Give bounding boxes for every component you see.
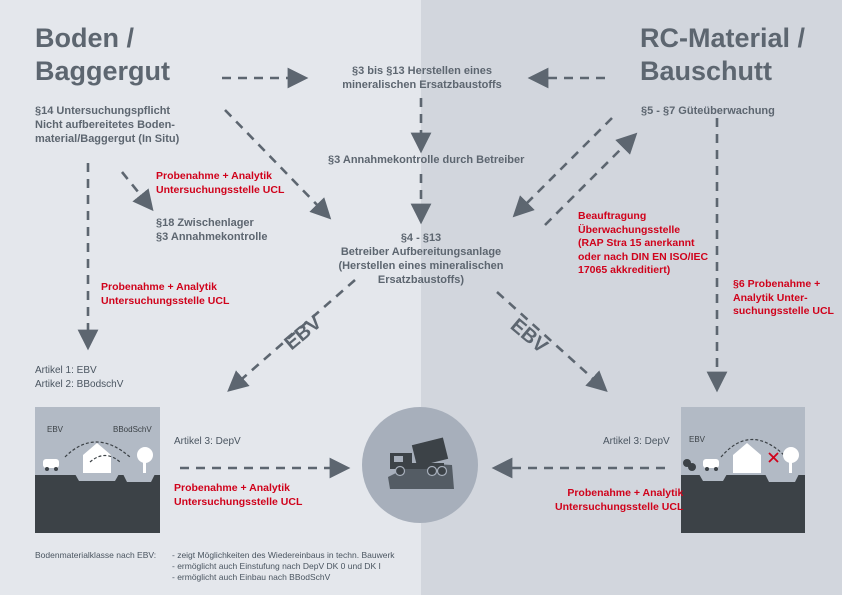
center-main-line: Betreiber Aufbereitungsanlage — [340, 246, 502, 258]
landscape-illustration — [683, 438, 799, 482]
s14-line: Nicht aufbereitetes Boden- — [35, 119, 175, 131]
artikel3-right: Artikel 3: DepV — [603, 436, 670, 447]
footer-item: - ermöglicht auch Einbau nach BBodSchV — [172, 572, 331, 582]
annahmekontrolle-text: §3 Annahmekontrolle durch Betreiber — [328, 154, 525, 166]
probenahme-line: Untersuchungsstelle UCL — [156, 183, 285, 196]
probenahme-line: Untersuchungsstelle UCL — [555, 500, 684, 513]
arrow-s14-to-center — [224, 109, 332, 220]
artikel-line: Artikel 2: BBodschV — [35, 379, 124, 390]
probenahme-note-bottom-left: Probenahme + Analytik Untersuchungsstell… — [174, 482, 302, 509]
panel-label-ebv: EBV — [47, 425, 64, 434]
probenahme-line: Untersuchungsstelle UCL — [174, 495, 303, 508]
probenahme-note-left: Probenahme + Analytik Untersuchungsstell… — [101, 281, 229, 308]
probenahme-line: Probenahme + Analytik — [156, 170, 273, 182]
arrow-center-to-left — [227, 279, 356, 392]
arrow-s5-to-center — [512, 117, 613, 218]
panel-label-bbodschv: BBodSchV — [113, 425, 152, 434]
arrow-beauftragung-to-s5 — [544, 132, 638, 226]
ground — [35, 475, 160, 533]
footer-list: - zeigt Möglichkeiten des Wiedereinbaus … — [172, 550, 395, 583]
s14-line: §14 Untersuchungspflicht — [35, 105, 171, 117]
beauftragung-line: Beauftragung — [578, 210, 647, 222]
zwischenlager-line: §18 Zwischenlager — [156, 217, 254, 229]
arrow-s14-to-zwischenlager — [120, 171, 154, 212]
probenahme-line: Probenahme + Analytik — [567, 487, 684, 499]
s6-line: Analytik Unter- — [733, 291, 808, 304]
probenahme-line: Untersuchungsstelle UCL — [101, 294, 230, 307]
artikel3-left: Artikel 3: DepV — [174, 436, 241, 447]
footer-item: - ermöglicht auch Einstufung nach DepV D… — [172, 561, 381, 571]
right-title-line: RC-Material / — [640, 23, 806, 53]
left-title-line: Boden / — [35, 23, 134, 53]
artikel-line: Artikel 1: EBV — [35, 365, 97, 376]
zwischenlager-line: §3 Annahmekontrolle — [156, 231, 268, 243]
center-main-line: (Herstellen eines mineralischen — [338, 260, 504, 272]
beauftragung-line: Überwachungsstelle — [578, 223, 681, 236]
footer-item: - zeigt Möglichkeiten des Wiedereinbaus … — [172, 550, 395, 560]
center-main-text: §4 - §13 Betreiber Aufbereitungsanlage (… — [320, 231, 522, 287]
s14-text: §14 Untersuchungspflicht Nicht aufbereit… — [35, 104, 179, 146]
s6-line: §6 Probenahme + — [733, 278, 821, 290]
right-landscape-panel: EBV — [681, 407, 805, 533]
right-title-line: Bauschutt — [640, 56, 773, 86]
probenahme-line: Probenahme + Analytik — [101, 281, 218, 293]
left-title-line: Baggergut — [35, 56, 170, 86]
landscape-illustration — [43, 441, 155, 482]
ground — [681, 475, 805, 533]
beauftragung-text: Beauftragung Überwachungsstelle (RAP Str… — [578, 210, 708, 278]
left-landscape-panel: EBV BBodSchV — [35, 407, 160, 533]
s5-text: §5 - §7 Güteüberwachung — [641, 105, 775, 117]
left-title: Boden / Baggergut — [35, 22, 170, 88]
zwischenlager-text: §18 Zwischenlager §3 Annahmekontrolle — [156, 216, 267, 244]
dump-truck-icon — [362, 407, 478, 523]
right-title: RC-Material / Bauschutt — [640, 22, 805, 88]
footer-label: Bodenmaterialklasse nach EBV: — [35, 550, 157, 560]
artikel-list: Artikel 1: EBV Artikel 2: BBodschV — [35, 364, 123, 392]
s6-text: §6 Probenahme + Analytik Unter- suchungs… — [733, 278, 834, 319]
probenahme-note-upper: Probenahme + Analytik Untersuchungsstell… — [156, 170, 284, 197]
s6-line: suchungsstelle UCL — [733, 305, 834, 317]
s14-line: material/Baggergut (In Situ) — [35, 133, 180, 145]
center-main-line: §4 - §13 — [400, 232, 442, 244]
probenahme-line: Probenahme + Analytik — [174, 482, 291, 494]
beauftragung-line: (RAP Stra 15 anerkannt — [578, 237, 695, 249]
beauftragung-line: 17065 akkreditiert) — [578, 264, 671, 276]
center-main-line: Ersatzbaustoffs) — [377, 274, 465, 286]
beauftragung-line: oder nach DIN EN ISO/IEC — [578, 250, 709, 263]
center-top-text: §3 bis §13 Herstellen eines mineralische… — [342, 65, 502, 91]
arrow-center-to-right — [496, 291, 608, 392]
panel-label-ebv: EBV — [689, 435, 706, 444]
probenahme-note-bottom-right: Probenahme + Analytik Untersuchungsstell… — [555, 487, 683, 514]
